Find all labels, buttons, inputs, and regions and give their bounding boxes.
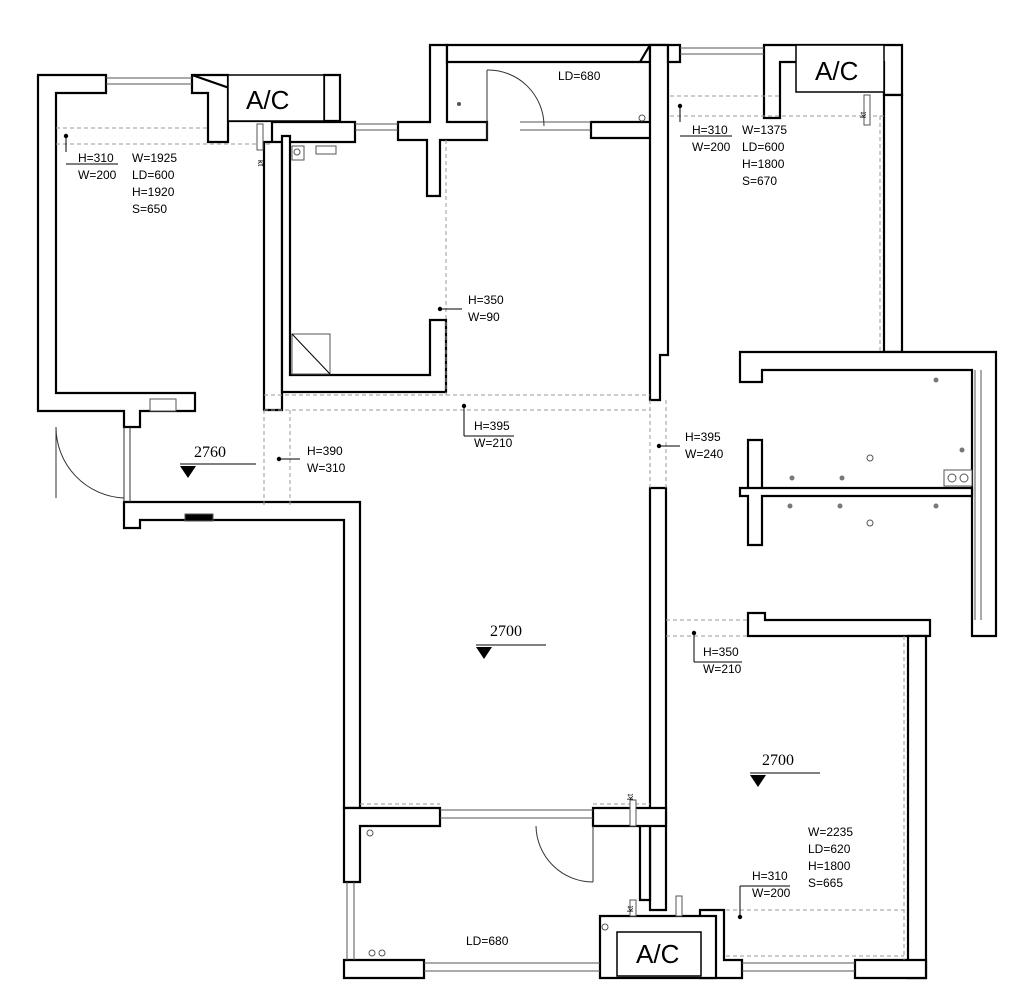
wall-study-left (280, 134, 448, 394)
annotation-line: W=2235 (808, 825, 853, 839)
wall-balcony-bottom-right (591, 806, 668, 902)
ac-unit-top-right (795, 44, 885, 93)
annotation-line: W=200 (692, 140, 731, 154)
socket-box-icon (315, 145, 337, 155)
level-marker: 2700 (750, 752, 820, 787)
ac-label: A/C (246, 85, 289, 115)
windows (106, 47, 982, 972)
annotation-line: W=200 (752, 886, 791, 900)
annotation-line: W=210 (703, 662, 742, 676)
walls (36, 43, 998, 980)
doors (55, 69, 594, 883)
level-value: 2700 (490, 623, 522, 640)
wall-bedroom3-bottom (698, 908, 928, 980)
annotation-line: H=1800 (742, 157, 785, 171)
annotation-line: W=240 (685, 447, 724, 461)
svg-text:kt: kt (626, 793, 635, 800)
svg-text:kt: kt (626, 905, 635, 912)
annotation-line: W=310 (307, 461, 346, 475)
svg-text:kt: kt (256, 160, 265, 167)
door-balcony-top (486, 69, 545, 140)
dimension-annotation: LD=680 (466, 934, 509, 948)
wall-entry (122, 500, 362, 810)
annotation-line: S=650 (132, 202, 167, 216)
level-value: 2760 (194, 444, 226, 461)
dimension-annotation: LD=680 (558, 69, 601, 83)
annotation-line: H=310 (752, 869, 788, 883)
socket-box-icon (149, 398, 177, 412)
annotation-line: H=390 (307, 444, 343, 458)
socket-box-icon (184, 513, 214, 522)
ac-unit-bottom (616, 931, 702, 977)
level-marker: 2760 (180, 444, 256, 478)
annotation-line: H=1800 (808, 859, 851, 873)
wall-bath-divider (738, 438, 974, 547)
annotation-line: W=200 (78, 168, 117, 182)
kt-marks: kt kt kt kt (256, 94, 871, 917)
ac-label: A/C (815, 56, 858, 86)
annotation-line: W=1925 (132, 151, 177, 165)
annotation-line: H=310 (78, 151, 114, 165)
wall-balcony-bottom-left (342, 806, 442, 884)
wall-bath-top (738, 350, 998, 638)
annotation-line: LD=620 (808, 842, 851, 856)
annotation-line: H=1920 (132, 185, 175, 199)
annotation-line: H=350 (468, 293, 504, 307)
wall-living-right (648, 486, 668, 912)
annotation-line: LD=680 (558, 69, 601, 83)
fixtures (149, 102, 973, 957)
ac-unit-top-left (227, 74, 325, 122)
annotation-line: H=310 (692, 123, 728, 137)
annotation-line: H=395 (685, 430, 721, 444)
dashed-lines (56, 95, 905, 960)
wall-bedroom3-right (906, 634, 928, 980)
door-entry (55, 426, 125, 499)
annotation-line: LD=600 (742, 140, 785, 154)
svg-text:kt: kt (859, 111, 868, 118)
wall-study-top (396, 43, 489, 198)
annotation-line: W=1375 (742, 123, 787, 137)
wall-bedroom2-left (648, 43, 670, 402)
wall-bath-bottom (746, 611, 932, 638)
ceiling-level-markers: 2760 2700 2700 (180, 444, 820, 787)
annotation-line: S=670 (742, 174, 777, 188)
wall-bedroom2-right (882, 93, 904, 354)
annotation-line: H=395 (474, 419, 510, 433)
wall-bedroom1-outer (36, 73, 197, 429)
annotation-line: W=210 (474, 436, 513, 450)
annotation-line: W=90 (468, 310, 500, 324)
door-balcony-bottom (535, 825, 594, 883)
level-marker: 2700 (476, 623, 546, 659)
annotation-line: S=665 (808, 876, 843, 890)
ac-units: A/C A/C A/C (227, 44, 885, 977)
level-value: 2700 (762, 752, 794, 769)
annotation-line: LD=680 (466, 934, 509, 948)
annotation-line: LD=600 (132, 168, 175, 182)
leaders (63, 103, 790, 920)
ac-label: A/C (636, 939, 679, 969)
annotation-line: H=350 (703, 645, 739, 659)
